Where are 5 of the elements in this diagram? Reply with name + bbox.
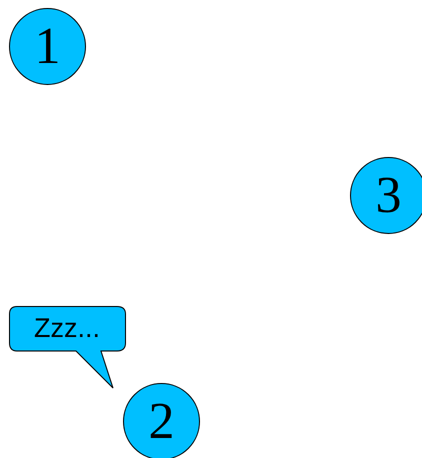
circle-number: 2 (148, 396, 174, 448)
speech-bubble (9, 306, 127, 390)
circle-number: 1 (34, 20, 60, 72)
speech-text: Zzz... (33, 312, 101, 345)
circle-number: 3 (376, 170, 402, 222)
